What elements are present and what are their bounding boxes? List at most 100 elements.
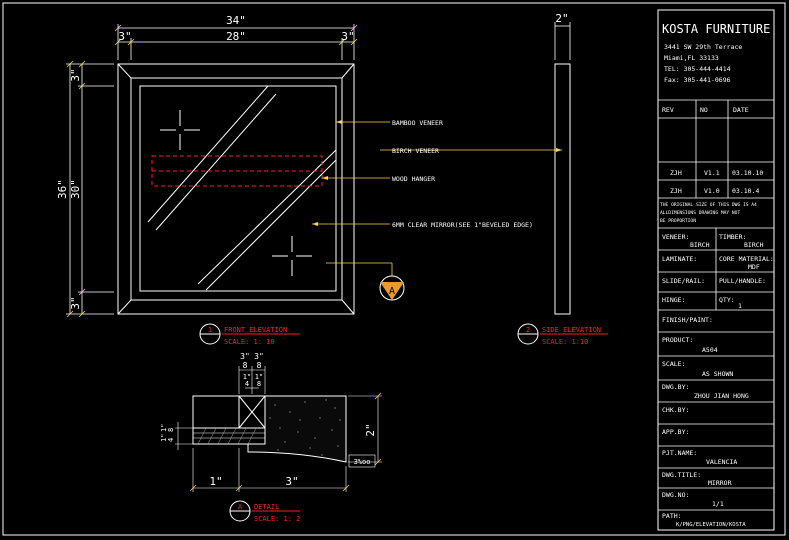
timber-value: BIRCH bbox=[744, 241, 764, 249]
svg-text:1": 1" bbox=[243, 373, 251, 381]
svg-text:8: 8 bbox=[257, 361, 262, 370]
core-value: MDF bbox=[748, 263, 760, 271]
svg-text:3": 3" bbox=[240, 352, 250, 361]
side-profile bbox=[554, 63, 571, 315]
scale-value: AS SHOWN bbox=[702, 370, 733, 378]
laminate-label: LAMINATE: bbox=[662, 255, 697, 263]
callout-birch-veneer: BIRCH VENEER bbox=[392, 147, 439, 155]
side-elevation: 2" 2 SIDE ELEVATION SCALE: 1:10 bbox=[517, 12, 608, 346]
dim-height-mid: 30" bbox=[69, 179, 82, 199]
dim-total-width: 34" bbox=[226, 14, 246, 27]
detail-radius-note: 3%oo bbox=[354, 458, 371, 466]
svg-text:4: 4 bbox=[167, 438, 175, 442]
detail-dim-left: 1" bbox=[209, 475, 222, 488]
company-fax: Fax: 305-441-0696 bbox=[664, 76, 731, 84]
rev-row-1-by: ZJH bbox=[670, 169, 682, 177]
hinge-label: HINGE: bbox=[662, 296, 685, 304]
veneer-value: BIRCH bbox=[690, 241, 710, 249]
pull-label: PULL/HANDLE: bbox=[719, 277, 766, 285]
qty-value: 1 bbox=[738, 302, 742, 310]
mirror-frame-inner bbox=[130, 77, 343, 301]
callout-mirror: 6MM CLEAR MIRROR(SEE 1"BEVELED EDGE) bbox=[392, 221, 533, 229]
notice-line-3: BE PROPORTION bbox=[660, 218, 696, 224]
front-elevation-title: 1 FRONT ELEVATION SCALE: 1: 10 bbox=[199, 323, 300, 346]
svg-text:8: 8 bbox=[243, 361, 248, 370]
product-value: A504 bbox=[702, 346, 718, 354]
mirror-outer-frame bbox=[117, 63, 355, 315]
rev-header-rev: REV bbox=[662, 106, 674, 114]
veneer-label: VENEER: bbox=[662, 233, 689, 241]
path-value: K/PNG/ELEVATION/KOSTA bbox=[676, 522, 746, 528]
dim-left-rail: 3" bbox=[118, 30, 131, 43]
svg-text:1": 1" bbox=[160, 434, 168, 442]
drawing-no-label: DWG.NO: bbox=[662, 491, 689, 499]
detail-scale: SCALE: 1: 2 bbox=[254, 515, 300, 523]
company-address-2: Miami,FL 33133 bbox=[664, 54, 719, 62]
drawn-by-value: ZHOU JIAN HONG bbox=[694, 392, 749, 400]
detail-dim-mid: 3" bbox=[285, 475, 298, 488]
dim-bottom-rail: 3" bbox=[69, 296, 82, 309]
drawn-by-label: DWG.BY: bbox=[662, 383, 689, 391]
callout-bamboo-veneer: BAMBOO VENEER bbox=[392, 119, 443, 127]
drawing-title-value: MIRROR bbox=[708, 479, 732, 487]
project-name-value: VALENCIA bbox=[706, 458, 737, 466]
dim-side-width: 2" bbox=[555, 12, 568, 25]
svg-text:2: 2 bbox=[526, 326, 530, 334]
drawing-no-value: 1/1 bbox=[712, 500, 724, 508]
svg-text:A: A bbox=[389, 286, 395, 297]
rev-header-no: NO bbox=[700, 106, 708, 114]
title-block: KOSTA FURNITURE 3441 SW 29th Terrace Mia… bbox=[657, 9, 775, 531]
front-elevation-scale: SCALE: 1: 10 bbox=[224, 338, 275, 346]
slide-label: SLIDE/RAIL: bbox=[662, 277, 705, 285]
dim-mid-width: 28" bbox=[226, 30, 246, 43]
svg-text:A: A bbox=[238, 503, 243, 511]
timber-label: TIMBER: bbox=[719, 233, 746, 241]
approved-by-label: APP.BY: bbox=[662, 428, 689, 436]
svg-text:4: 4 bbox=[245, 380, 249, 388]
detail-speckle bbox=[269, 399, 341, 456]
drawing-title-label: DWG.TITLE: bbox=[662, 471, 701, 479]
notice-line-1: THE ORIGINAL SIZE OF THIS DWG IS A4 bbox=[660, 202, 757, 208]
svg-text:1": 1" bbox=[255, 373, 263, 381]
rev-row-2-date: 03.10.4 bbox=[732, 187, 759, 195]
qty-label: QTY: bbox=[719, 296, 735, 304]
project-name-label: PJT.NAME: bbox=[662, 449, 697, 457]
rev-row-2-by: ZJH bbox=[670, 187, 682, 195]
core-label: CORE MATERIAL: bbox=[719, 255, 774, 263]
detail-label: DETAIL bbox=[254, 503, 279, 511]
svg-text:8: 8 bbox=[167, 428, 175, 432]
rev-row-2-no: V1.0 bbox=[704, 187, 720, 195]
svg-text:1": 1" bbox=[160, 424, 168, 432]
checked-by-label: CHK.BY: bbox=[662, 406, 689, 414]
side-elevation-label: SIDE ELEVATION bbox=[542, 326, 601, 334]
mirror-glass-edge bbox=[139, 85, 337, 292]
detail-title: A DETAIL SCALE: 1: 2 bbox=[229, 500, 300, 523]
product-label: PRODUCT: bbox=[662, 336, 693, 344]
company-address-1: 3441 SW 29th Terrace bbox=[664, 43, 742, 51]
dim-total-height: 36" bbox=[56, 179, 69, 199]
path-label: PATH: bbox=[662, 512, 682, 520]
svg-text:3": 3" bbox=[254, 352, 264, 361]
section-marker-a: A bbox=[326, 262, 405, 301]
front-elevation-label: FRONT ELEVATION bbox=[224, 326, 287, 334]
front-elevation: 34" 3" 28" 3" 36" 3" 30" 3" bbox=[56, 14, 562, 346]
finish-label: FINISH/PAINT: bbox=[662, 316, 713, 324]
callout-wood-hanger: WOOD HANGER bbox=[392, 175, 435, 183]
detail-a: 3" 8 3" 8 1" 4 1" 8 1" 4 1" 8 2" 3%oo bbox=[160, 352, 382, 523]
dim-right-rail: 3" bbox=[341, 30, 354, 43]
company-name: KOSTA FURNITURE bbox=[662, 22, 770, 36]
rev-row-1-date: 03.10.10 bbox=[732, 169, 763, 177]
side-elevation-title: 2 SIDE ELEVATION SCALE: 1:10 bbox=[517, 323, 608, 346]
svg-text:8: 8 bbox=[257, 380, 261, 388]
svg-text:1: 1 bbox=[208, 326, 212, 334]
scale-label: SCALE: bbox=[662, 360, 685, 368]
notice-line-2: ALLDIMENSIONS DRAWING MAY NOT bbox=[660, 210, 740, 216]
detail-dim-height: 2" bbox=[364, 423, 377, 436]
rev-header-date: DATE bbox=[733, 106, 749, 114]
side-elevation-scale: SCALE: 1:10 bbox=[542, 338, 588, 346]
rev-row-1-no: V1.1 bbox=[704, 169, 720, 177]
dim-top-rail: 3" bbox=[69, 68, 82, 81]
company-tel: TEL: 305-444-4414 bbox=[664, 65, 731, 73]
